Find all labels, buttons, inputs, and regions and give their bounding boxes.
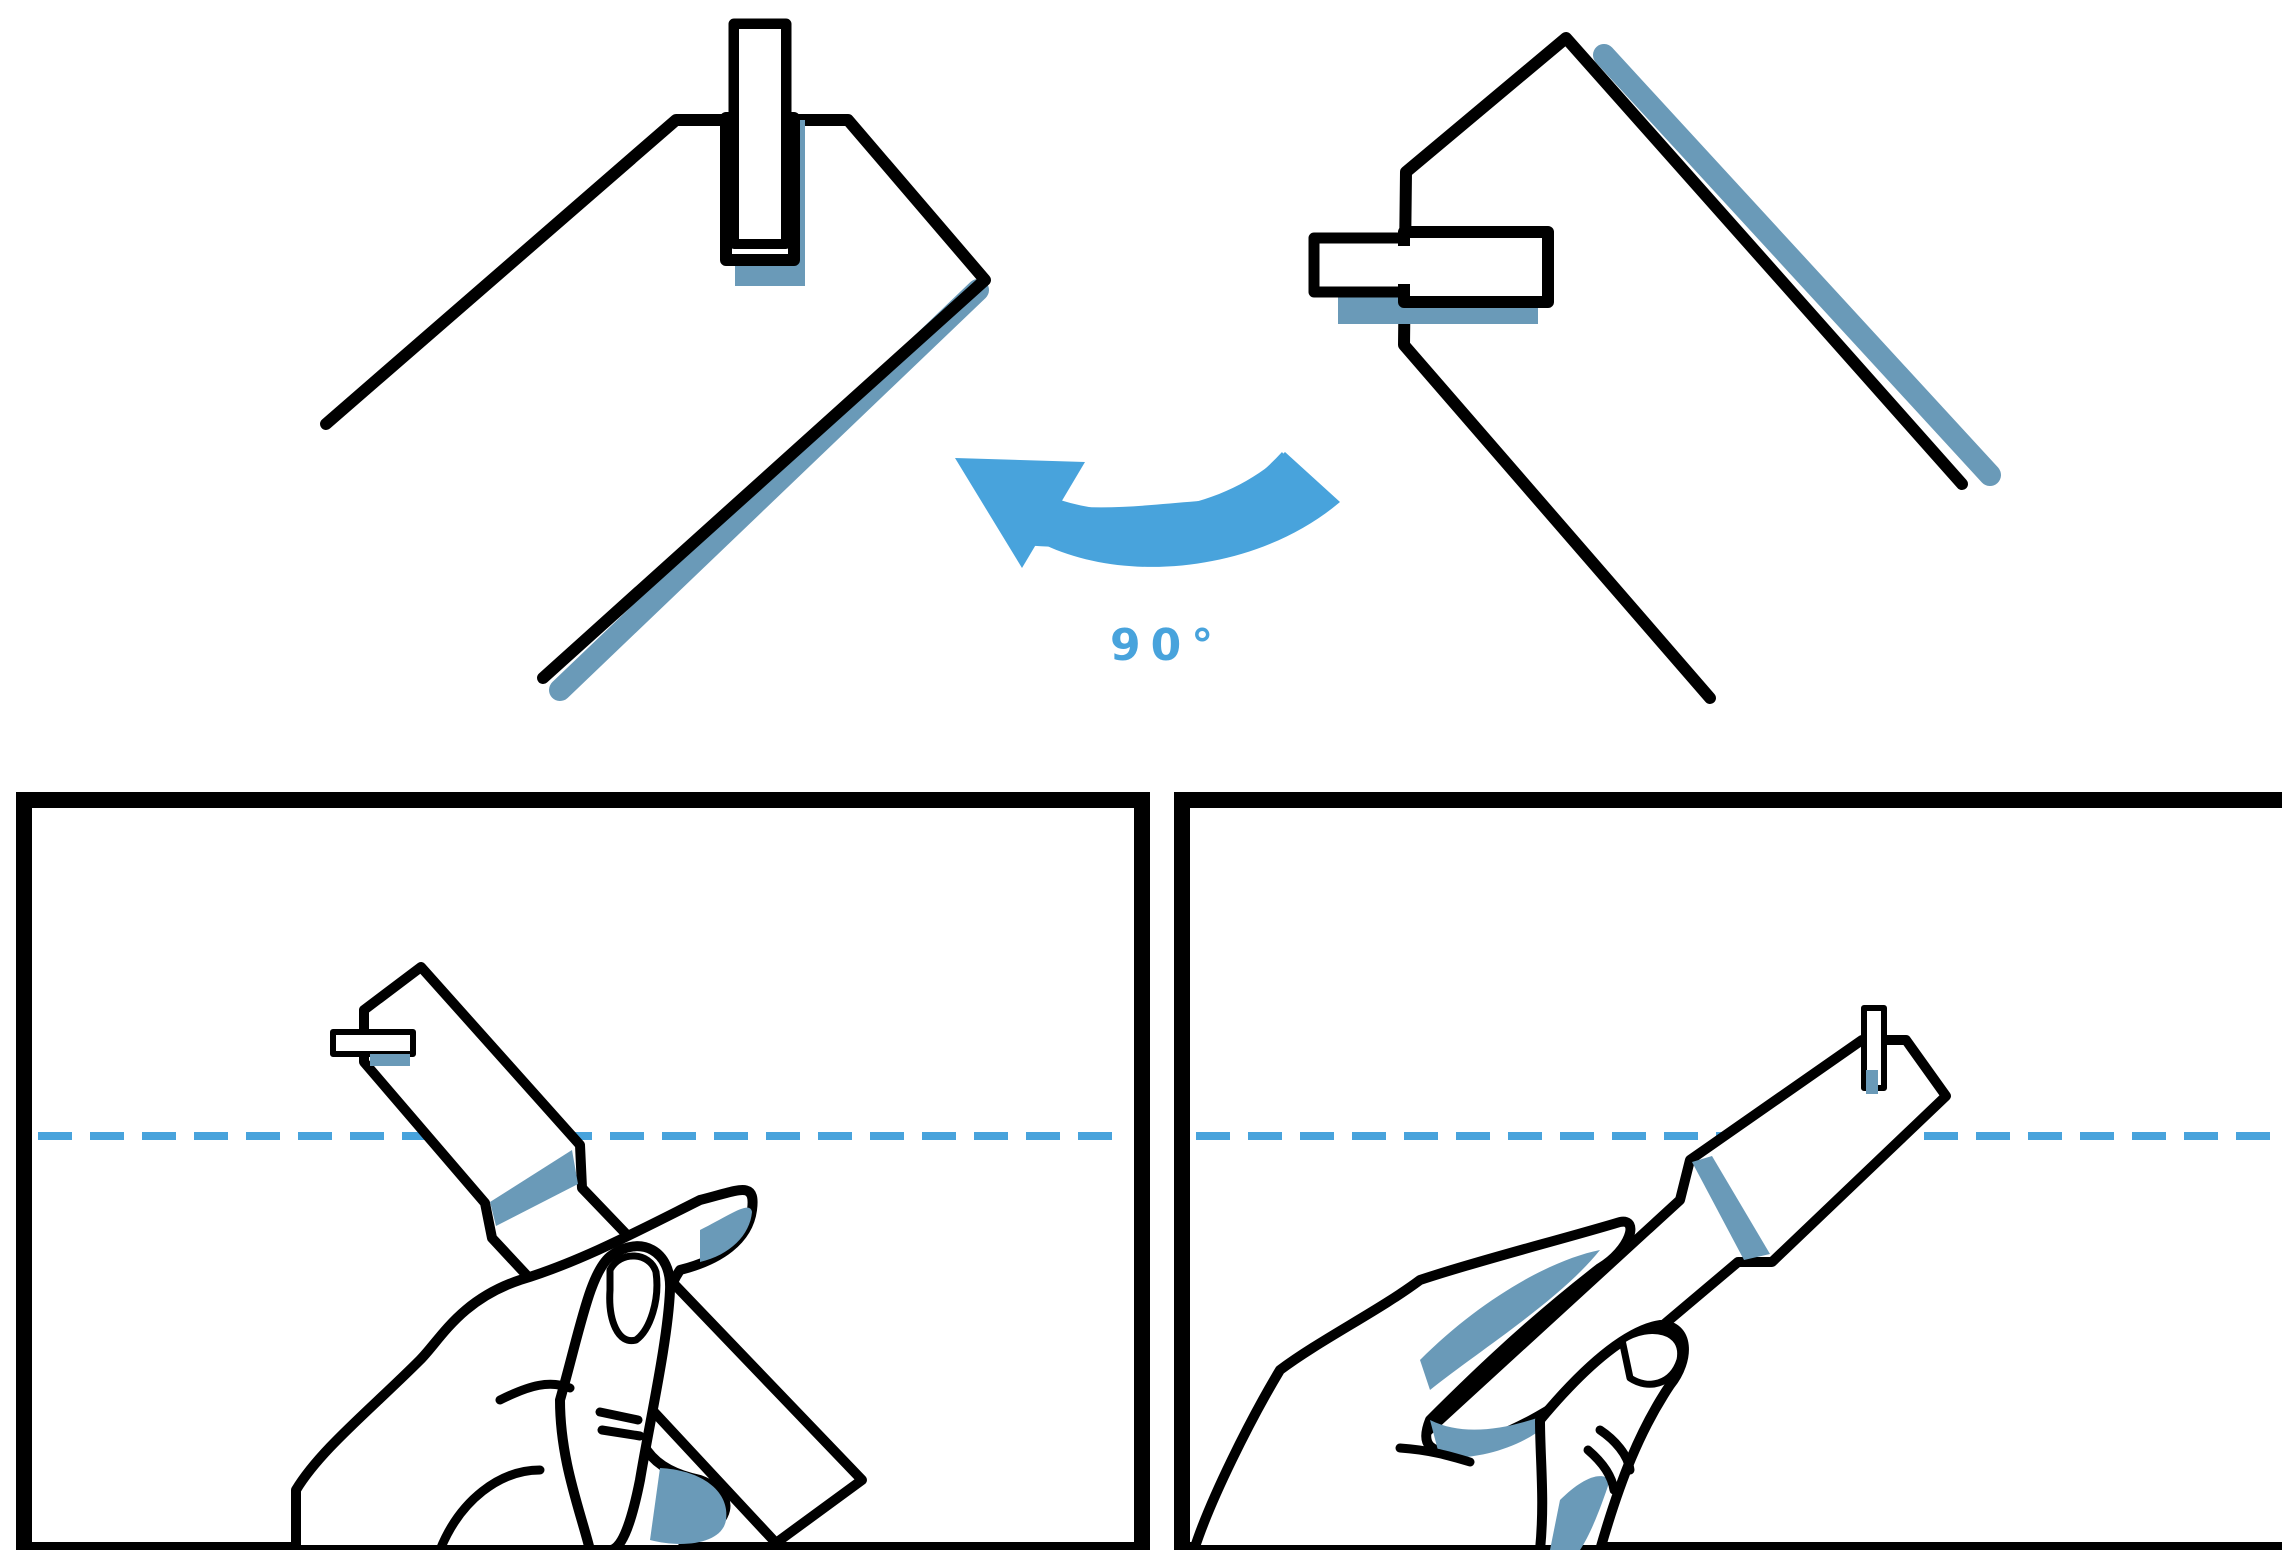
blade-left-orientation [320, 18, 991, 701]
left-hand-holding-blade-icon [1189, 1216, 1689, 1550]
blade-right-outline [1398, 32, 1968, 704]
panel-left-hand-index-shadow [700, 1207, 752, 1262]
panel-right-hand-shadow-upper [1420, 1250, 1600, 1390]
panel-right-hand-shadow-lower [1430, 1410, 1560, 1459]
rotation-angle-label: 90° [1110, 620, 1223, 671]
panel-right-thumb-shadow [1550, 1476, 1610, 1550]
panel-right-thumbnail [1618, 1326, 1685, 1388]
panel-right-frame [1174, 792, 2282, 1550]
rotation-arrow-head [955, 458, 1085, 568]
clip-left-top [729, 19, 791, 249]
panel-right-finger-line [1395, 1443, 1475, 1467]
panel-right-knuckle-lines [1583, 1425, 1635, 1495]
panel-right-clip-shadow [1866, 1070, 1878, 1094]
curved-arrow-left-icon [955, 452, 1340, 568]
clip-right-inner [1322, 246, 1522, 284]
panel-left-clip-shadow [370, 1054, 410, 1066]
right-hand-holding-blade-icon [291, 1185, 758, 1550]
panel-left-knuckle-lines [595, 1407, 645, 1441]
panel-left-frame [16, 792, 1150, 1550]
panel-left-thumbnail [606, 1252, 661, 1345]
panel-left [16, 792, 1150, 1550]
rotation-arrow-band [1045, 452, 1340, 567]
panel-left-blade-bevel [490, 1150, 578, 1226]
blade-right-shadow [1593, 44, 2001, 486]
panel-left-finger-lines [435, 1379, 575, 1550]
blade-left-outline [320, 114, 991, 684]
panel-left-hand-thumb-shadow [650, 1468, 727, 1544]
blade-right-orientation [1308, 32, 2001, 704]
panel-right-blade-bevel [1692, 1156, 1770, 1260]
panel-right [1174, 792, 2282, 1550]
panel-left-clip [330, 1029, 416, 1057]
